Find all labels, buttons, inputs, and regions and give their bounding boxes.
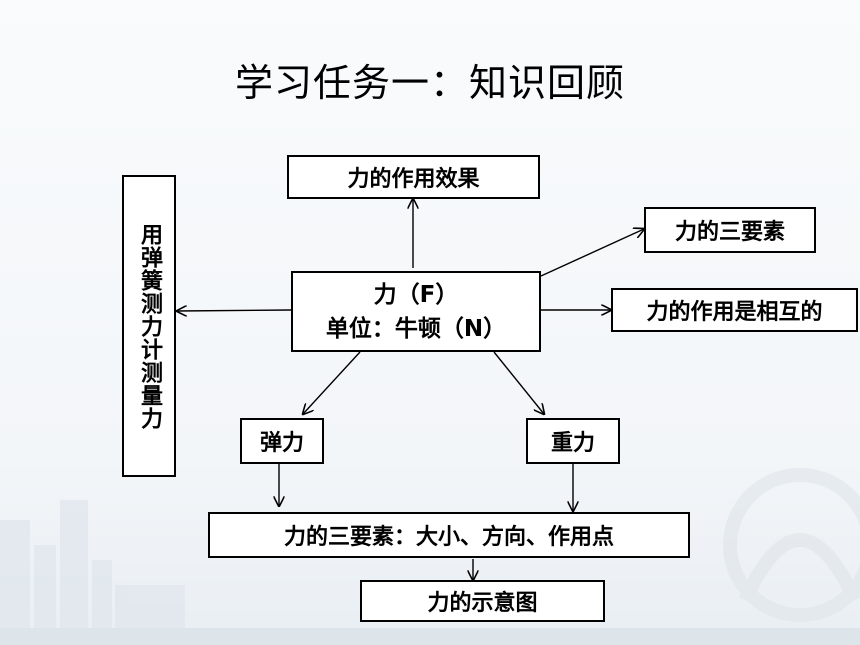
node-spring-scale: 用弹簧测力计测量力 bbox=[122, 175, 176, 477]
arrow-to-spring-scale bbox=[177, 310, 292, 311]
slide-title: 学习任务一：知识回顾 bbox=[234, 61, 625, 105]
node-mutual: 力的作用是相互的 bbox=[611, 288, 858, 332]
center-node-force: 力（F） 单位：牛顿（N） bbox=[291, 271, 541, 352]
node-three-elements: 力的三要素 bbox=[644, 207, 816, 253]
arrow-to-gravity bbox=[493, 351, 544, 414]
center-node-line2: 单位：牛顿（N） bbox=[325, 315, 507, 342]
arrow-to-three-elements bbox=[540, 229, 644, 277]
node-elastic: 弹力 bbox=[240, 418, 324, 464]
node-gravity: 重力 bbox=[526, 418, 620, 464]
node-effect: 力的作用效果 bbox=[287, 155, 540, 199]
arrow-to-elastic bbox=[303, 351, 361, 414]
center-node-line1: 力（F） bbox=[373, 281, 459, 308]
node-elements-detail: 力的三要素：大小、方向、作用点 bbox=[208, 512, 690, 558]
node-diagram: 力的示意图 bbox=[360, 580, 605, 622]
